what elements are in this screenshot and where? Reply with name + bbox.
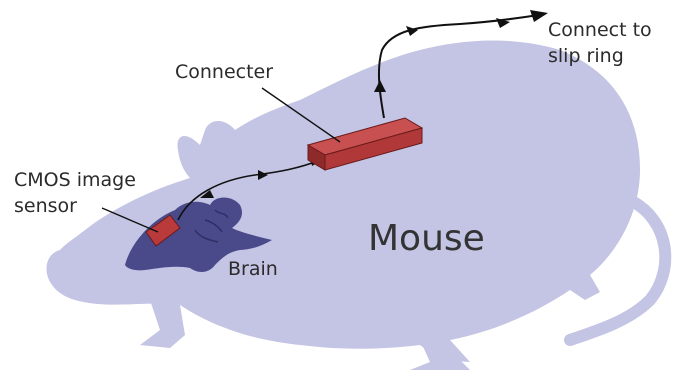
- mouse-body: [46, 41, 640, 362]
- wire-arrowhead-end: [530, 10, 548, 22]
- label-connect-line1: Connect to: [548, 19, 652, 41]
- label-cmos-line1: CMOS image: [14, 169, 136, 191]
- label-mouse: Mouse: [368, 218, 485, 259]
- label-brain: Brain: [228, 258, 278, 280]
- label-connecter: Connecter: [175, 61, 273, 83]
- mouse-front-leg: [140, 300, 185, 348]
- label-cmos-line2: sensor: [14, 195, 77, 217]
- label-connect-line2: slip ring: [548, 45, 624, 67]
